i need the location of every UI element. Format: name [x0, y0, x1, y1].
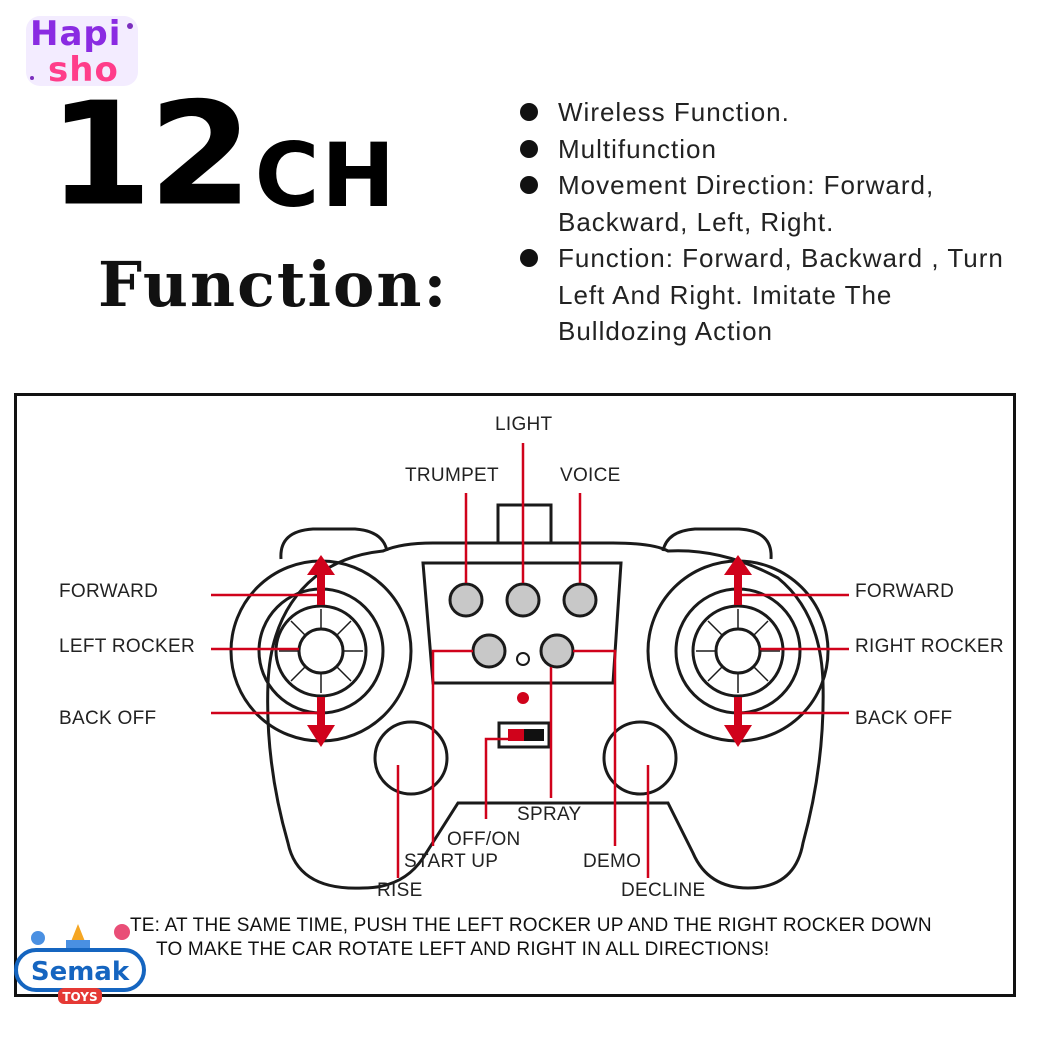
decline-button [602, 720, 678, 796]
label-trumpet: TRUMPET [405, 465, 499, 486]
usage-note-line1: TE: AT THE SAME TIME, PUSH THE LEFT ROCK… [130, 915, 932, 936]
right-rocker-cap [691, 604, 785, 698]
usage-note: TE: AT THE SAME TIME, PUSH THE LEFT ROCK… [130, 914, 932, 962]
label-forward-right: FORWARD [855, 581, 955, 602]
brand-bottom-name: Semak [31, 957, 130, 987]
label-off-on: OFF/ON [447, 829, 521, 850]
channel-number: 12 [48, 72, 253, 238]
power-led [517, 692, 529, 704]
left-rocker-center [297, 627, 345, 675]
bullet-icon [520, 139, 538, 158]
brand-bottom-sub: TOYS [62, 990, 97, 1004]
label-left-rocker: LEFT ROCKER [59, 636, 195, 657]
channel-suffix: CH [254, 124, 397, 227]
feature-item: Wireless Function. [516, 94, 1026, 131]
brand-top-line2: sho [48, 50, 119, 90]
label-spray: SPRAY [517, 804, 582, 825]
controller-illustration [211, 443, 849, 890]
power-switch-frame [497, 721, 551, 749]
brand-logo-bottom: Semak TOYS [10, 910, 150, 1010]
label-forward-left: FORWARD [59, 581, 159, 602]
left-rocker-inner-ring [257, 587, 385, 715]
spray-button [539, 633, 575, 669]
right-rocker-center [714, 627, 762, 675]
right-shoulder-bumper [661, 527, 773, 560]
direction-arrows [307, 555, 752, 747]
power-switch-slot [524, 729, 544, 741]
label-demo: DEMO [583, 851, 642, 872]
leader-lines [211, 443, 849, 878]
antenna-tab [496, 503, 553, 543]
brand-top-line1: Hapi [30, 14, 122, 54]
left-rocker-cap [274, 604, 368, 698]
label-back-off-left: BACK OFF [59, 708, 157, 729]
label-decline: DECLINE [621, 880, 706, 901]
label-light: LIGHT [495, 414, 553, 435]
label-right-rocker: RIGHT ROCKER [855, 636, 1004, 657]
feature-item: Multifunction [516, 131, 1026, 168]
trumpet-button [448, 582, 484, 618]
brand-logo-bottom-graphic: Semak TOYS [14, 924, 146, 1004]
light-button [505, 582, 541, 618]
feature-list: Wireless Function. Multifunction Movemen… [516, 94, 1026, 350]
power-switch-knob [508, 729, 524, 741]
left-shoulder-bumper [279, 527, 389, 560]
left-rocker-grip [279, 609, 363, 693]
label-back-off-right: BACK OFF [855, 708, 953, 729]
feature-item: Function: Forward, Backward , Turn Left … [516, 240, 1026, 350]
bullet-icon [520, 249, 538, 267]
label-start-up: START UP [404, 851, 499, 872]
right-rocker-inner-ring [674, 587, 802, 715]
bullet-icon [520, 176, 538, 194]
brand-logo-top-graphic [26, 16, 138, 86]
controller-diagram-frame: LIGHT TRUMPET VOICE FORWARD LEFT ROCKER … [14, 393, 1016, 997]
feature-item: Movement Direction: Forward, Backward, L… [516, 167, 1026, 240]
button-panel [421, 561, 623, 685]
usage-note-line2: TO MAKE THE CAR ROTATE LEFT AND RIGHT IN… [156, 939, 770, 960]
label-voice: VOICE [560, 465, 621, 486]
channel-headline: 12CH [48, 80, 397, 230]
bullet-icon [520, 103, 538, 121]
rise-button [373, 720, 449, 796]
label-rise: RISE [377, 880, 423, 901]
brand-logo-top: Hapi sho [22, 12, 140, 90]
start-up-button [471, 633, 507, 669]
voice-button [562, 582, 598, 618]
function-title: Function: [98, 248, 449, 321]
indicator-ring [516, 652, 530, 666]
right-rocker-grip [696, 609, 780, 693]
